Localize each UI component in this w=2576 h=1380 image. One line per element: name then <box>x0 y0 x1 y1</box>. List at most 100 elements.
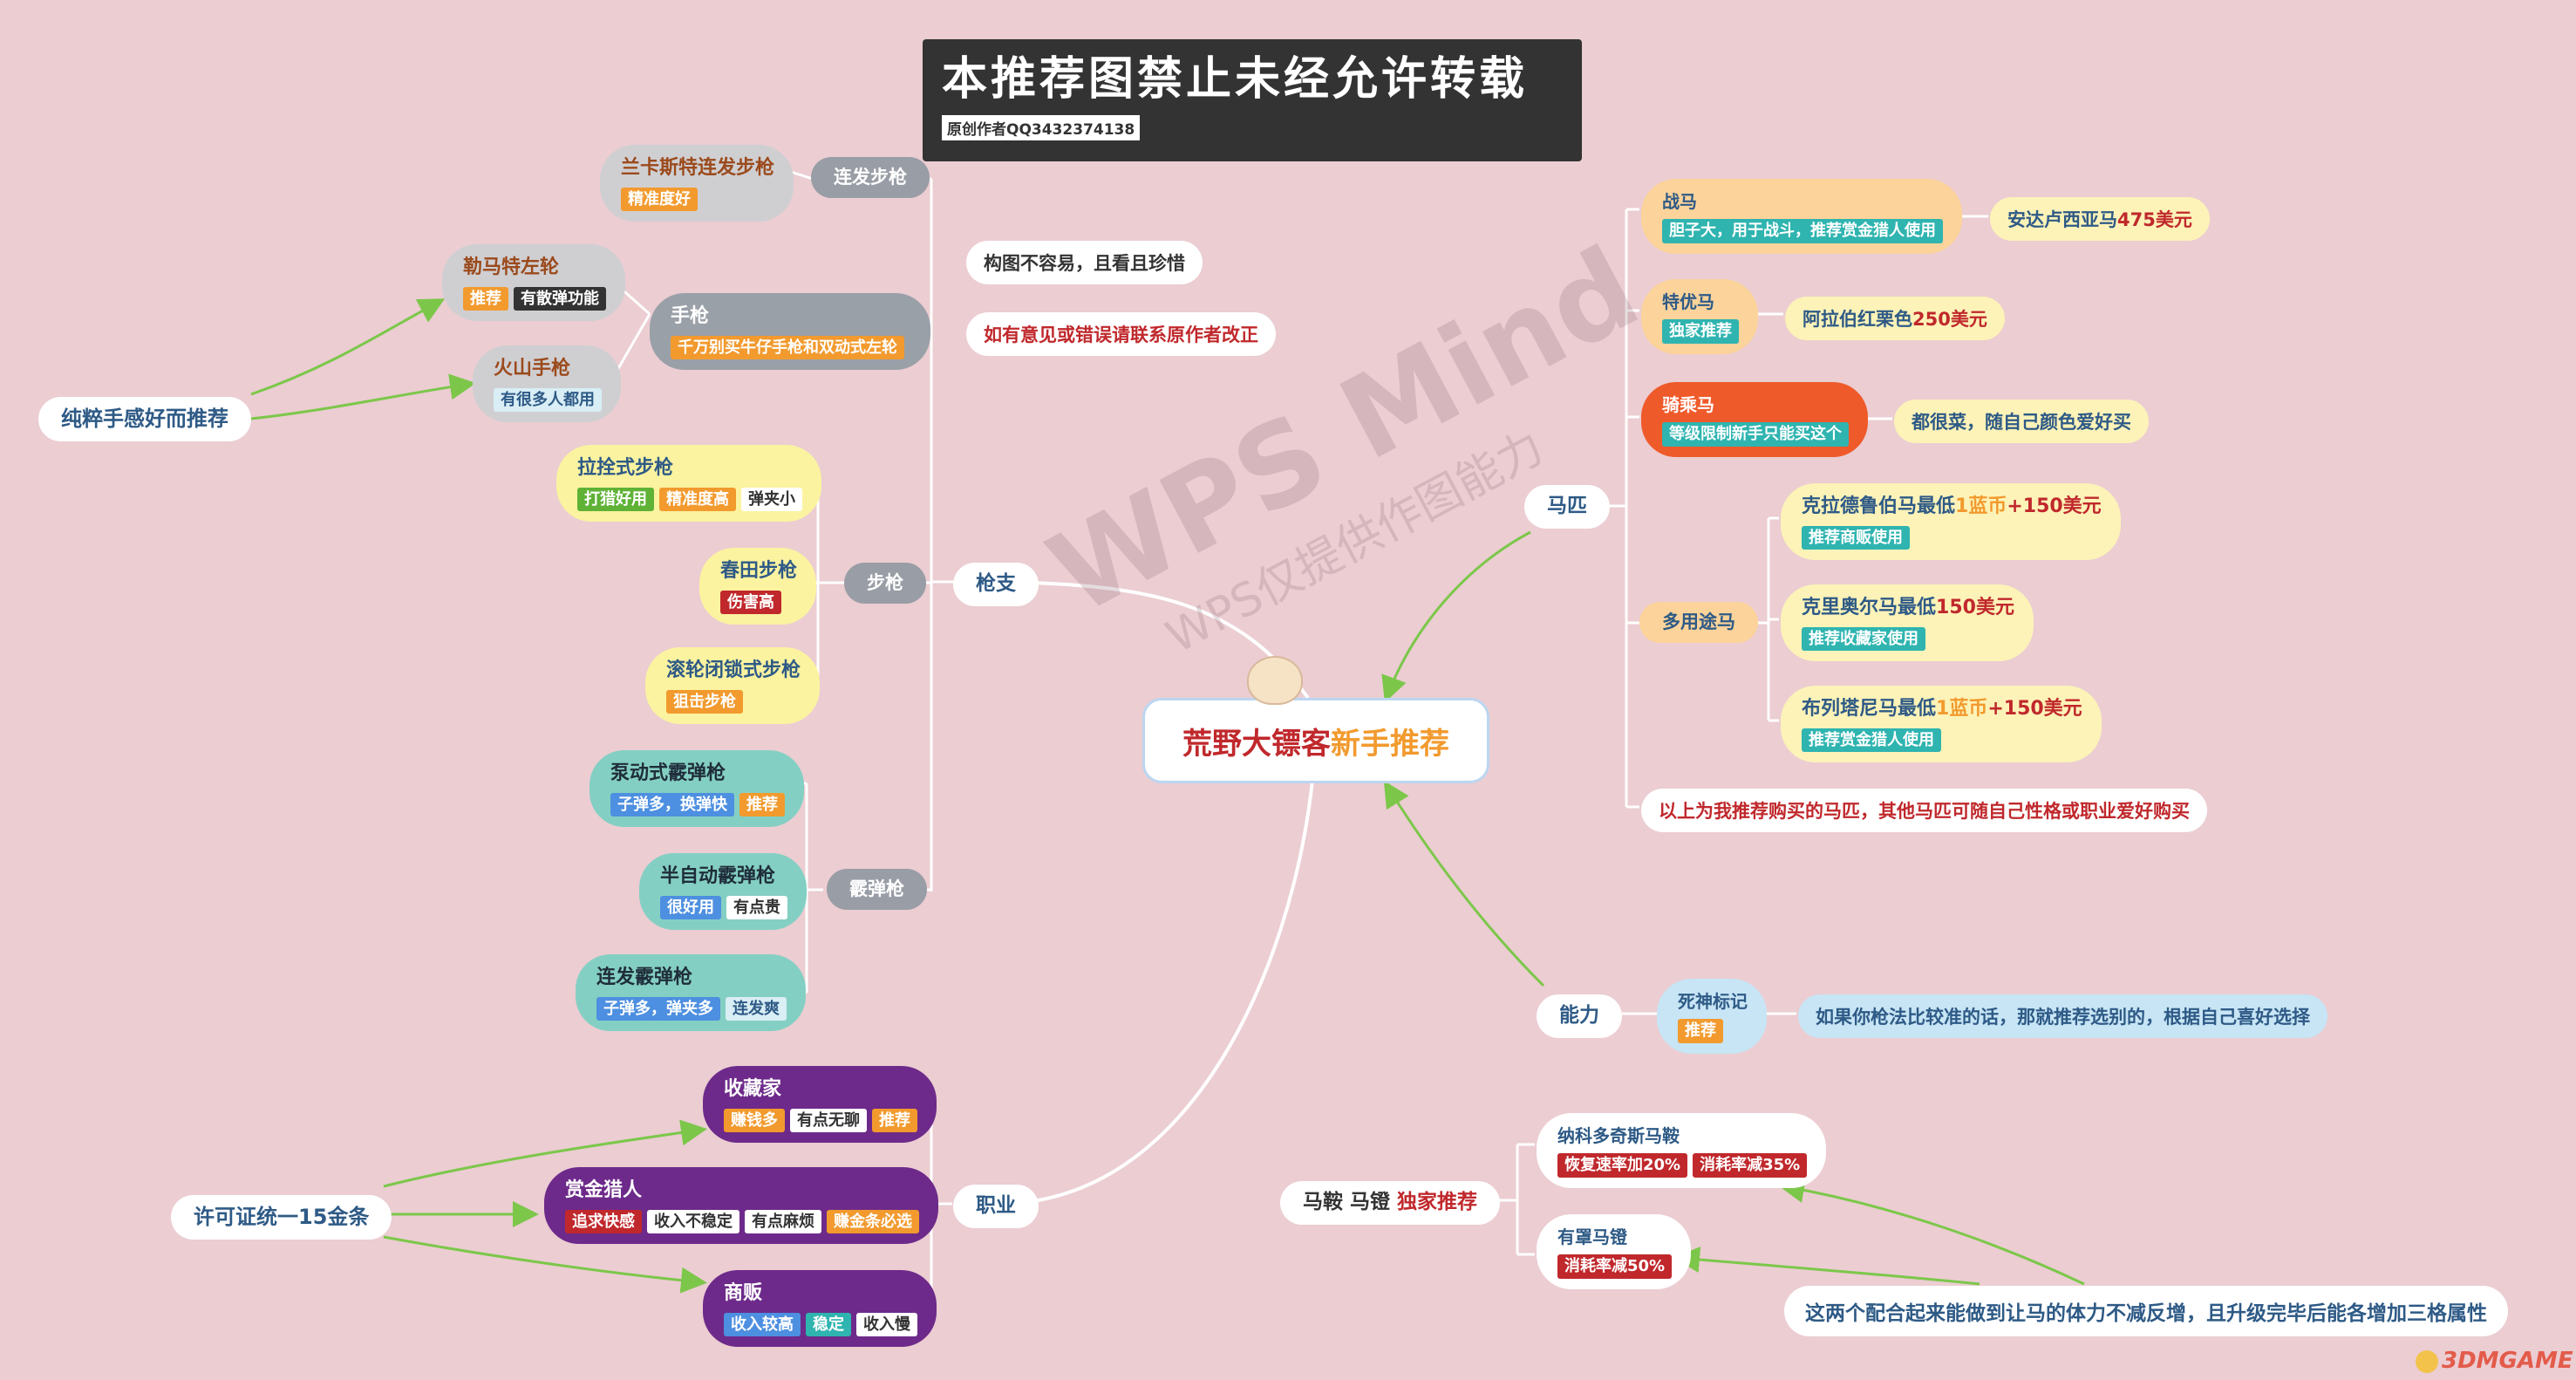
gun-rolling-block[interactable]: 滚轮闭锁式步枪 狙击步枪 <box>645 647 821 725</box>
center-node[interactable]: 荒野大镖客新手推荐 <box>1142 698 1489 783</box>
horse-criollo[interactable]: 克里奥尔马最低150美元 推荐收藏家使用 <box>1781 584 2034 662</box>
gun-springfield[interactable]: 春田步枪 伤害高 <box>699 548 817 625</box>
tag: 有点麻烦 <box>745 1209 821 1234</box>
note-feel: 纯粹手感好而推荐 <box>38 397 251 442</box>
node-title: 特优马 <box>1662 291 1714 312</box>
ability-deadeye[interactable]: 死神标记 推荐 <box>1657 979 1767 1054</box>
tag: 收入不稳定 <box>647 1209 739 1234</box>
gun-semi-auto-shotgun[interactable]: 半自动霰弹枪 很好用有点贵 <box>639 853 807 931</box>
saddle-nacogdoches[interactable]: 纳科多奇斯马鞍 恢复速率加20%消耗率减35% <box>1537 1113 1827 1188</box>
center-title-highlight: 新手推荐 <box>1331 726 1449 762</box>
tag: 推荐 <box>463 286 508 311</box>
node-title: 纳科多奇斯马鞍 <box>1557 1125 1680 1146</box>
note-cherish: 构图不容易，且看且珍惜 <box>966 241 1203 284</box>
node-title: 商贩 <box>724 1282 763 1304</box>
tag: 胆子大，用于战斗，推荐赏金猎人使用 <box>1662 219 1943 243</box>
note-contact: 如有意见或错误请联系原作者改正 <box>966 312 1276 356</box>
tag: 推荐赏金猎人使用 <box>1802 728 1941 753</box>
node-title: 勒马特左轮 <box>463 256 560 278</box>
node-title: 手枪 <box>671 305 710 327</box>
category-repeater[interactable]: 连发步枪 <box>811 157 930 199</box>
node-title: 拉拴式步枪 <box>577 457 674 479</box>
tag: 有点无聊 <box>790 1108 867 1133</box>
branch-ability[interactable]: 能力 <box>1537 994 1622 1038</box>
note-license: 许可证统一15金条 <box>171 1195 392 1240</box>
note-ability: 如果你枪法比较准的话，那就推荐选别的，根据自己喜好选择 <box>1798 994 2327 1038</box>
tag: 独家推荐 <box>1662 319 1739 344</box>
tag: 狙击步枪 <box>666 689 743 714</box>
tag: 弹夹小 <box>741 487 802 512</box>
stirrup-hooded[interactable]: 有罩马镫 消耗率减50% <box>1537 1214 1692 1289</box>
corner-logo: 3DMGAME <box>2416 1348 2573 1374</box>
tag: 追求快感 <box>565 1209 642 1234</box>
category-pistol[interactable]: 手枪 千万别买牛仔手枪和双动式左轮 <box>650 293 930 371</box>
center-title: 荒野大镖客 <box>1182 726 1331 762</box>
horse-kladruber[interactable]: 克拉德鲁伯马最低1蓝币+150美元 推荐商贩使用 <box>1781 483 2121 561</box>
node-title: 赏金猎人 <box>565 1179 643 1201</box>
node-title: 滚轮闭锁式步枪 <box>666 659 801 681</box>
banner-title: 本推荐图禁止未经允许转载 <box>942 53 1529 106</box>
node-title: 兰卡斯特连发步枪 <box>621 157 775 179</box>
gun-lemat[interactable]: 勒马特左轮 推荐有散弹功能 <box>442 244 625 322</box>
gun-repeating-shotgun[interactable]: 连发霰弹枪 子弹多，弹夹多连发爽 <box>576 954 806 1032</box>
tag: 推荐商贩使用 <box>1802 525 1910 550</box>
gun-volcanic[interactable]: 火山手枪 有很多人都用 <box>473 345 621 423</box>
horse-war[interactable]: 战马 胆子大，用于战斗，推荐赏金猎人使用 <box>1641 179 1962 254</box>
tag: 打猎好用 <box>577 487 654 512</box>
tag: 千万别买牛仔手枪和双动式左轮 <box>671 335 904 360</box>
tag: 有散弹功能 <box>514 286 606 311</box>
horse-elite[interactable]: 特优马 独家推荐 <box>1641 279 1758 354</box>
tag: 消耗率减35% <box>1693 1153 1808 1178</box>
node-title: 泵动式霰弹枪 <box>610 762 726 784</box>
banner-author: 原创作者QQ3432374138 <box>942 115 1141 141</box>
node-title: 克里奥尔马最低150美元 <box>1802 597 2014 618</box>
tag: 精准度好 <box>621 187 698 212</box>
gun-pump-shotgun[interactable]: 泵动式霰弹枪 子弹多，换弹快推荐 <box>589 750 804 828</box>
job-collector[interactable]: 收藏家 赚钱多有点无聊推荐 <box>703 1066 937 1144</box>
horse-breton[interactable]: 布列塔尼马最低1蓝币+150美元 推荐赏金猎人使用 <box>1781 686 2102 763</box>
node-title: 战马 <box>1662 191 1697 212</box>
node-title: 布列塔尼马最低1蓝币+150美元 <box>1802 698 2082 720</box>
tag: 推荐 <box>1678 1019 1723 1043</box>
node-title: 连发霰弹枪 <box>596 967 693 988</box>
tag: 等级限制新手只能买这个 <box>1662 422 1849 447</box>
mascot-icon <box>1247 656 1303 705</box>
tag: 消耗率减50% <box>1557 1254 1673 1279</box>
gun-bolt-action[interactable]: 拉拴式步枪 打猎好用精准度高弹夹小 <box>556 445 821 523</box>
tag: 赚钱多 <box>724 1108 785 1133</box>
tag: 推荐 <box>739 792 785 817</box>
tag: 有点贵 <box>726 895 787 920</box>
job-trader[interactable]: 商贩 收入较高稳定收入慢 <box>703 1270 937 1348</box>
category-shotgun[interactable]: 霰弹枪 <box>827 869 927 911</box>
job-bounty-hunter[interactable]: 赏金猎人 追求快感收入不稳定有点麻烦赚金条必选 <box>544 1167 938 1245</box>
tag: 稳定 <box>806 1312 851 1337</box>
branch-guns[interactable]: 枪支 <box>953 563 1039 606</box>
tag: 收入慢 <box>856 1312 917 1337</box>
note-elite-horse: 阿拉伯红栗色250美元 <box>1785 297 2005 340</box>
node-title: 半自动霰弹枪 <box>660 865 776 887</box>
horse-multi-purpose[interactable]: 多用途马 <box>1639 602 1758 644</box>
gun-lancaster[interactable]: 兰卡斯特连发步枪 精准度好 <box>600 145 794 222</box>
note-saddle: 这两个配合起来能做到让马的体力不减反增，且升级完毕后能各增加三格属性 <box>1784 1286 2508 1336</box>
branch-horses[interactable]: 马匹 <box>1524 485 1610 529</box>
node-title: 死神标记 <box>1678 991 1748 1012</box>
tag: 收入较高 <box>724 1312 801 1337</box>
banner: 本推荐图禁止未经允许转载 原创作者QQ3432374138 <box>923 39 1582 161</box>
logo-icon <box>2416 1349 2438 1373</box>
branch-jobs[interactable]: 职业 <box>953 1185 1039 1228</box>
tag: 子弹多，换弹快 <box>610 792 734 817</box>
branch-saddle[interactable]: 马鞍 马镫 独家推荐 <box>1280 1181 1501 1225</box>
horse-riding[interactable]: 骑乘马 等级限制新手只能买这个 <box>1641 382 1868 457</box>
tag: 赚金条必选 <box>827 1209 919 1234</box>
tag: 子弹多，弹夹多 <box>596 996 720 1021</box>
category-rifle[interactable]: 步枪 <box>844 563 926 605</box>
node-title: 有罩马镫 <box>1557 1226 1627 1247</box>
note-war-horse: 安达卢西亚马475美元 <box>1990 197 2210 241</box>
node-title: 克拉德鲁伯马最低1蓝币+150美元 <box>1802 495 2102 517</box>
tag: 推荐 <box>872 1108 917 1133</box>
node-title: 春田步枪 <box>720 560 798 582</box>
node-title: 骑乘马 <box>1662 394 1714 415</box>
tag: 精准度高 <box>659 487 736 512</box>
node-title: 收藏家 <box>724 1078 782 1100</box>
